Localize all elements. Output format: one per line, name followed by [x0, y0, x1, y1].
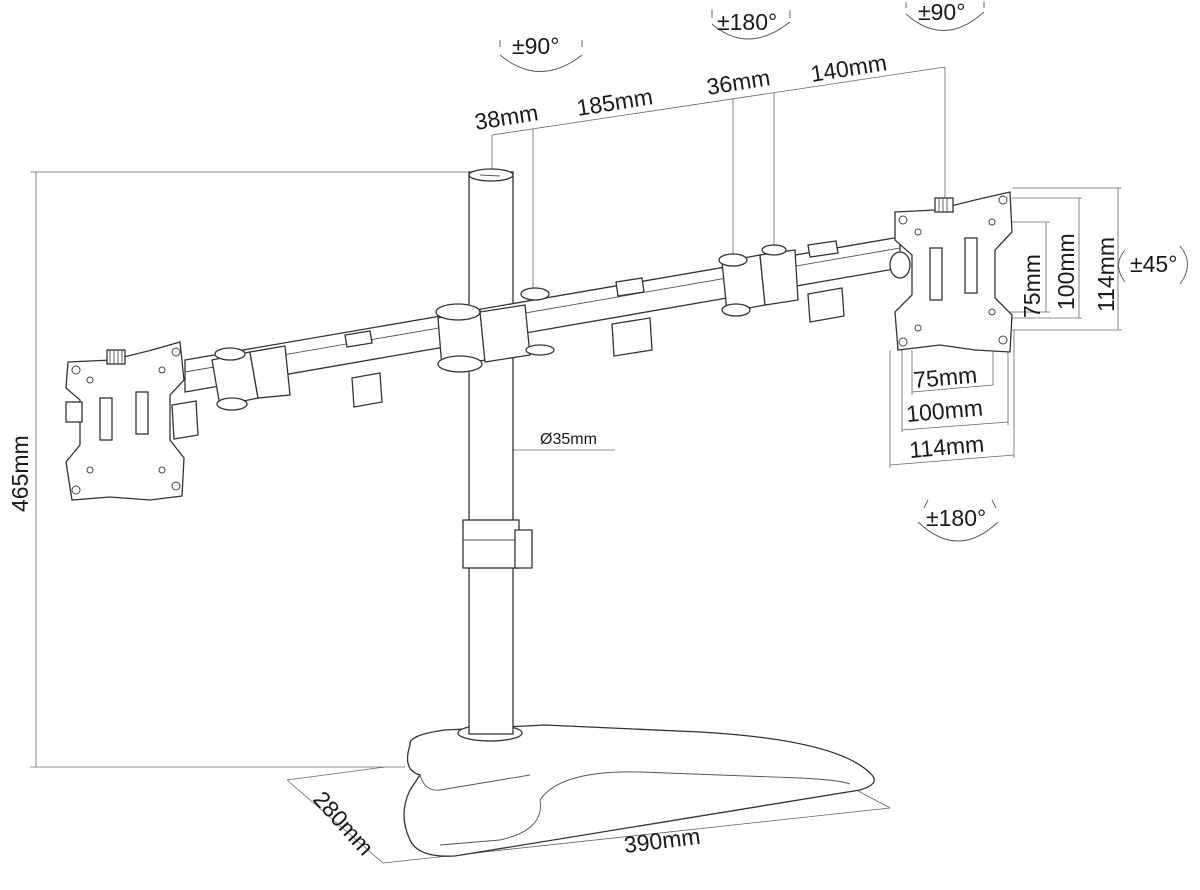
- left-vesa-plate: [65, 341, 185, 501]
- vesa-height-75-label: 75mm: [1019, 254, 1045, 318]
- vesa-height-100-label: 100mm: [1053, 233, 1079, 310]
- arm-assembly: [171, 236, 911, 440]
- rotation-swivel-top-label: ±180°: [717, 9, 777, 35]
- dim-185mm-label: 185mm: [575, 83, 655, 121]
- dim-base-depth-label: 280mm: [308, 786, 379, 860]
- rotation-plate-label: ±45°: [1130, 251, 1177, 277]
- rotation-swivel-bottom-label: ±180°: [926, 505, 986, 531]
- right-vesa-plate: [894, 191, 1013, 353]
- dim-base-width-label: 390mm: [622, 823, 701, 858]
- vesa-height-114-label: 114mm: [1093, 237, 1119, 312]
- dim-height-label: 465mm: [7, 435, 33, 512]
- rotation-tilt-right-label: ±90°: [918, 0, 965, 25]
- vesa-width-75-label: 75mm: [912, 362, 978, 393]
- rotation-arcs: [499, 2, 1188, 542]
- pole: [462, 168, 533, 735]
- vesa-width-100-label: 100mm: [905, 394, 984, 427]
- rotation-tilt-left-label: ±90°: [512, 33, 559, 59]
- labels: 38mm 185mm 36mm 140mm 465mm Ø35mm 280mm …: [7, 0, 1177, 860]
- pole-diameter-label: Ø35mm: [540, 431, 597, 448]
